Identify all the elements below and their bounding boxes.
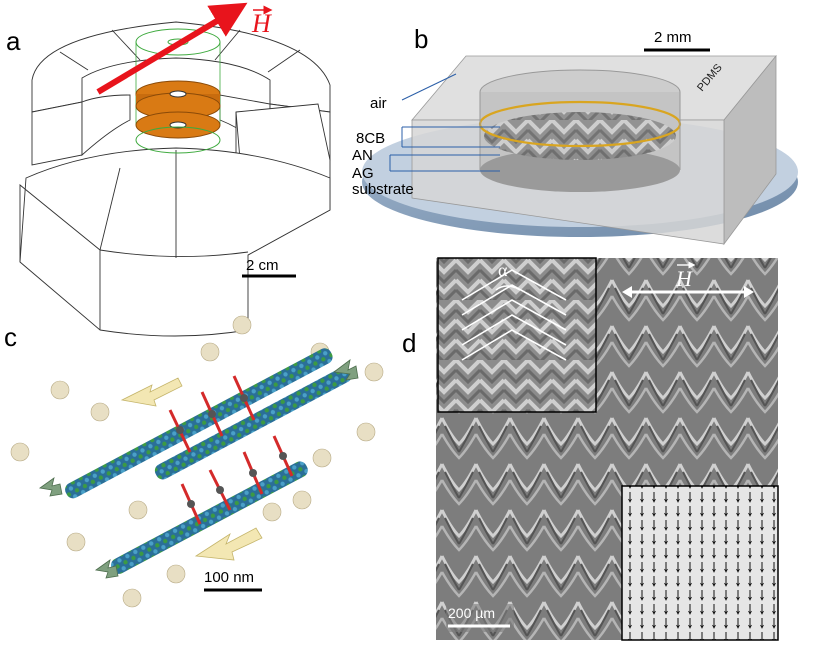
scale-label-a: 2 cm	[246, 257, 279, 274]
angle-symbol: α	[498, 260, 508, 280]
lc-well	[478, 69, 682, 192]
panel-d: d α H 200 µm	[402, 257, 779, 641]
field-symbol-a: H	[251, 9, 272, 38]
panel-a: a	[6, 2, 331, 337]
motor-protein-blobs	[10, 315, 384, 608]
inset-stripes: α	[437, 257, 597, 413]
scale-label-c: 100 nm	[204, 569, 254, 586]
microtubules	[65, 348, 352, 574]
inset-vector-field	[621, 485, 779, 641]
panel-a-label: a	[6, 26, 21, 56]
panel-c-label: c	[4, 322, 17, 352]
layer-label-substrate: substrate	[352, 181, 414, 198]
motor-clusters	[176, 394, 287, 508]
layer-label-air: air	[370, 95, 387, 112]
layer-label-an: AN	[352, 147, 373, 164]
field-arrow-d: H	[622, 261, 754, 298]
scale-label-d: 200 µm	[448, 605, 495, 621]
layer-label-8cb: 8CB	[356, 130, 385, 147]
coil-assembly	[135, 28, 221, 154]
magnet-ring	[19, 21, 331, 337]
panel-b: b 2 mm PDMS air 8CB AN AG substr	[352, 24, 798, 246]
panel-b-label: b	[414, 24, 428, 54]
field-symbol-d: H	[675, 266, 693, 291]
panel-d-label: d	[402, 328, 416, 358]
scale-label-b: 2 mm	[654, 29, 692, 46]
panel-c: c	[4, 315, 384, 608]
layer-labels: air 8CB AN AG substrate	[352, 73, 500, 198]
sliding-direction-arrows	[120, 377, 263, 561]
field-arrow	[96, 2, 248, 95]
microtubule-end-arrows	[38, 359, 359, 579]
layer-label-ag: AG	[352, 165, 374, 182]
